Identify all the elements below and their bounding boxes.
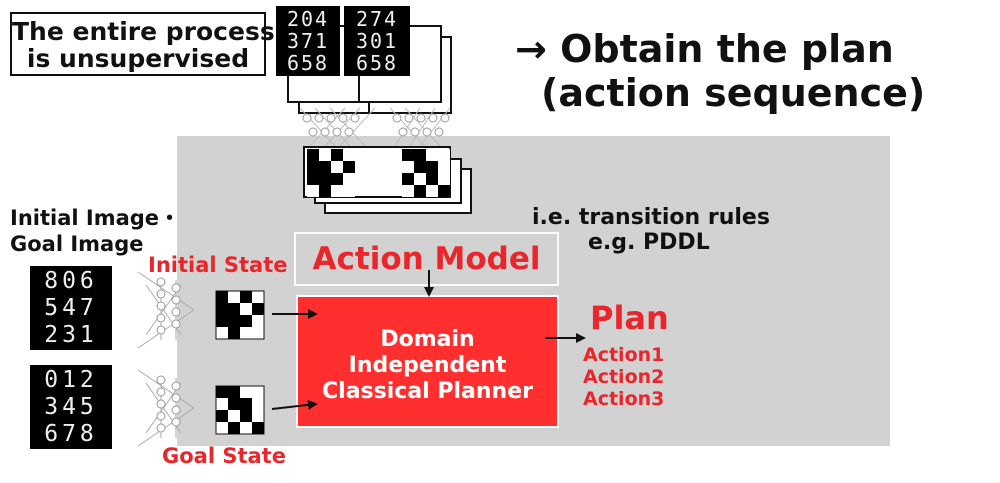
binary-state-image (402, 149, 450, 197)
initial-state-image (215, 290, 265, 340)
digit-row: 274 (355, 7, 399, 31)
state-pair-card (303, 146, 451, 198)
planner-line2: Independent (348, 353, 507, 378)
digit-row: 658 (355, 51, 399, 75)
plan-action-item: Action2 (583, 366, 665, 388)
goal-state-label: Goal State (162, 444, 286, 468)
encoder-network-icon (137, 271, 195, 349)
plan-action-item: Action1 (583, 344, 665, 366)
action-model-note-2: e.g. PDDL (588, 230, 710, 255)
digit-row: 371 (286, 29, 330, 53)
goal-to-planner-arrow (271, 399, 318, 410)
binary-state-image (307, 149, 355, 197)
initial-state-label: Initial State (148, 253, 288, 277)
digit-row: 678 (44, 421, 98, 447)
inputs-label-line1: Initial Image・ (10, 206, 181, 230)
digit-row: 547 (44, 295, 98, 321)
digit-image-stack-a: 204 371 658 (276, 6, 340, 76)
digit-row: 231 (44, 322, 98, 348)
digit-row: 345 (44, 394, 98, 420)
digit-row: 012 (44, 367, 98, 393)
unsupervised-note-box: The entire process is unsupervised (10, 12, 275, 76)
headline-line1: → Obtain the plan (515, 27, 894, 71)
planner-line1: Domain (380, 327, 475, 352)
inputs-label-line2: Goal Image (10, 232, 144, 256)
action-model-box: Action Model (294, 232, 559, 286)
encoder-network-icon (137, 369, 195, 447)
action-model-title: Action Model (312, 241, 541, 277)
planner-line3: Classical Planner (322, 379, 533, 404)
encoder-network-icon (299, 107, 451, 147)
digit-row: 204 (286, 7, 330, 31)
initial-image: 806 547 231 (30, 266, 112, 350)
headline-line2: (action sequence) (541, 71, 926, 115)
digit-row: 301 (355, 29, 399, 53)
digit-row: 806 (44, 268, 98, 294)
plan-title: Plan (590, 299, 669, 337)
classical-planner-box: Domain Independent Classical Planner (296, 295, 559, 428)
goal-state-image (215, 385, 265, 435)
digit-image-stack-b: 274 301 658 (344, 6, 410, 76)
action-model-note-1: i.e. transition rules (532, 205, 770, 230)
digit-row: 658 (286, 51, 330, 75)
unsupervised-note-line2: is unsupervised (26, 44, 250, 73)
goal-image: 012 345 678 (30, 365, 112, 449)
plan-action-item: Action3 (583, 388, 665, 410)
unsupervised-note-line1: The entire process (12, 17, 275, 46)
